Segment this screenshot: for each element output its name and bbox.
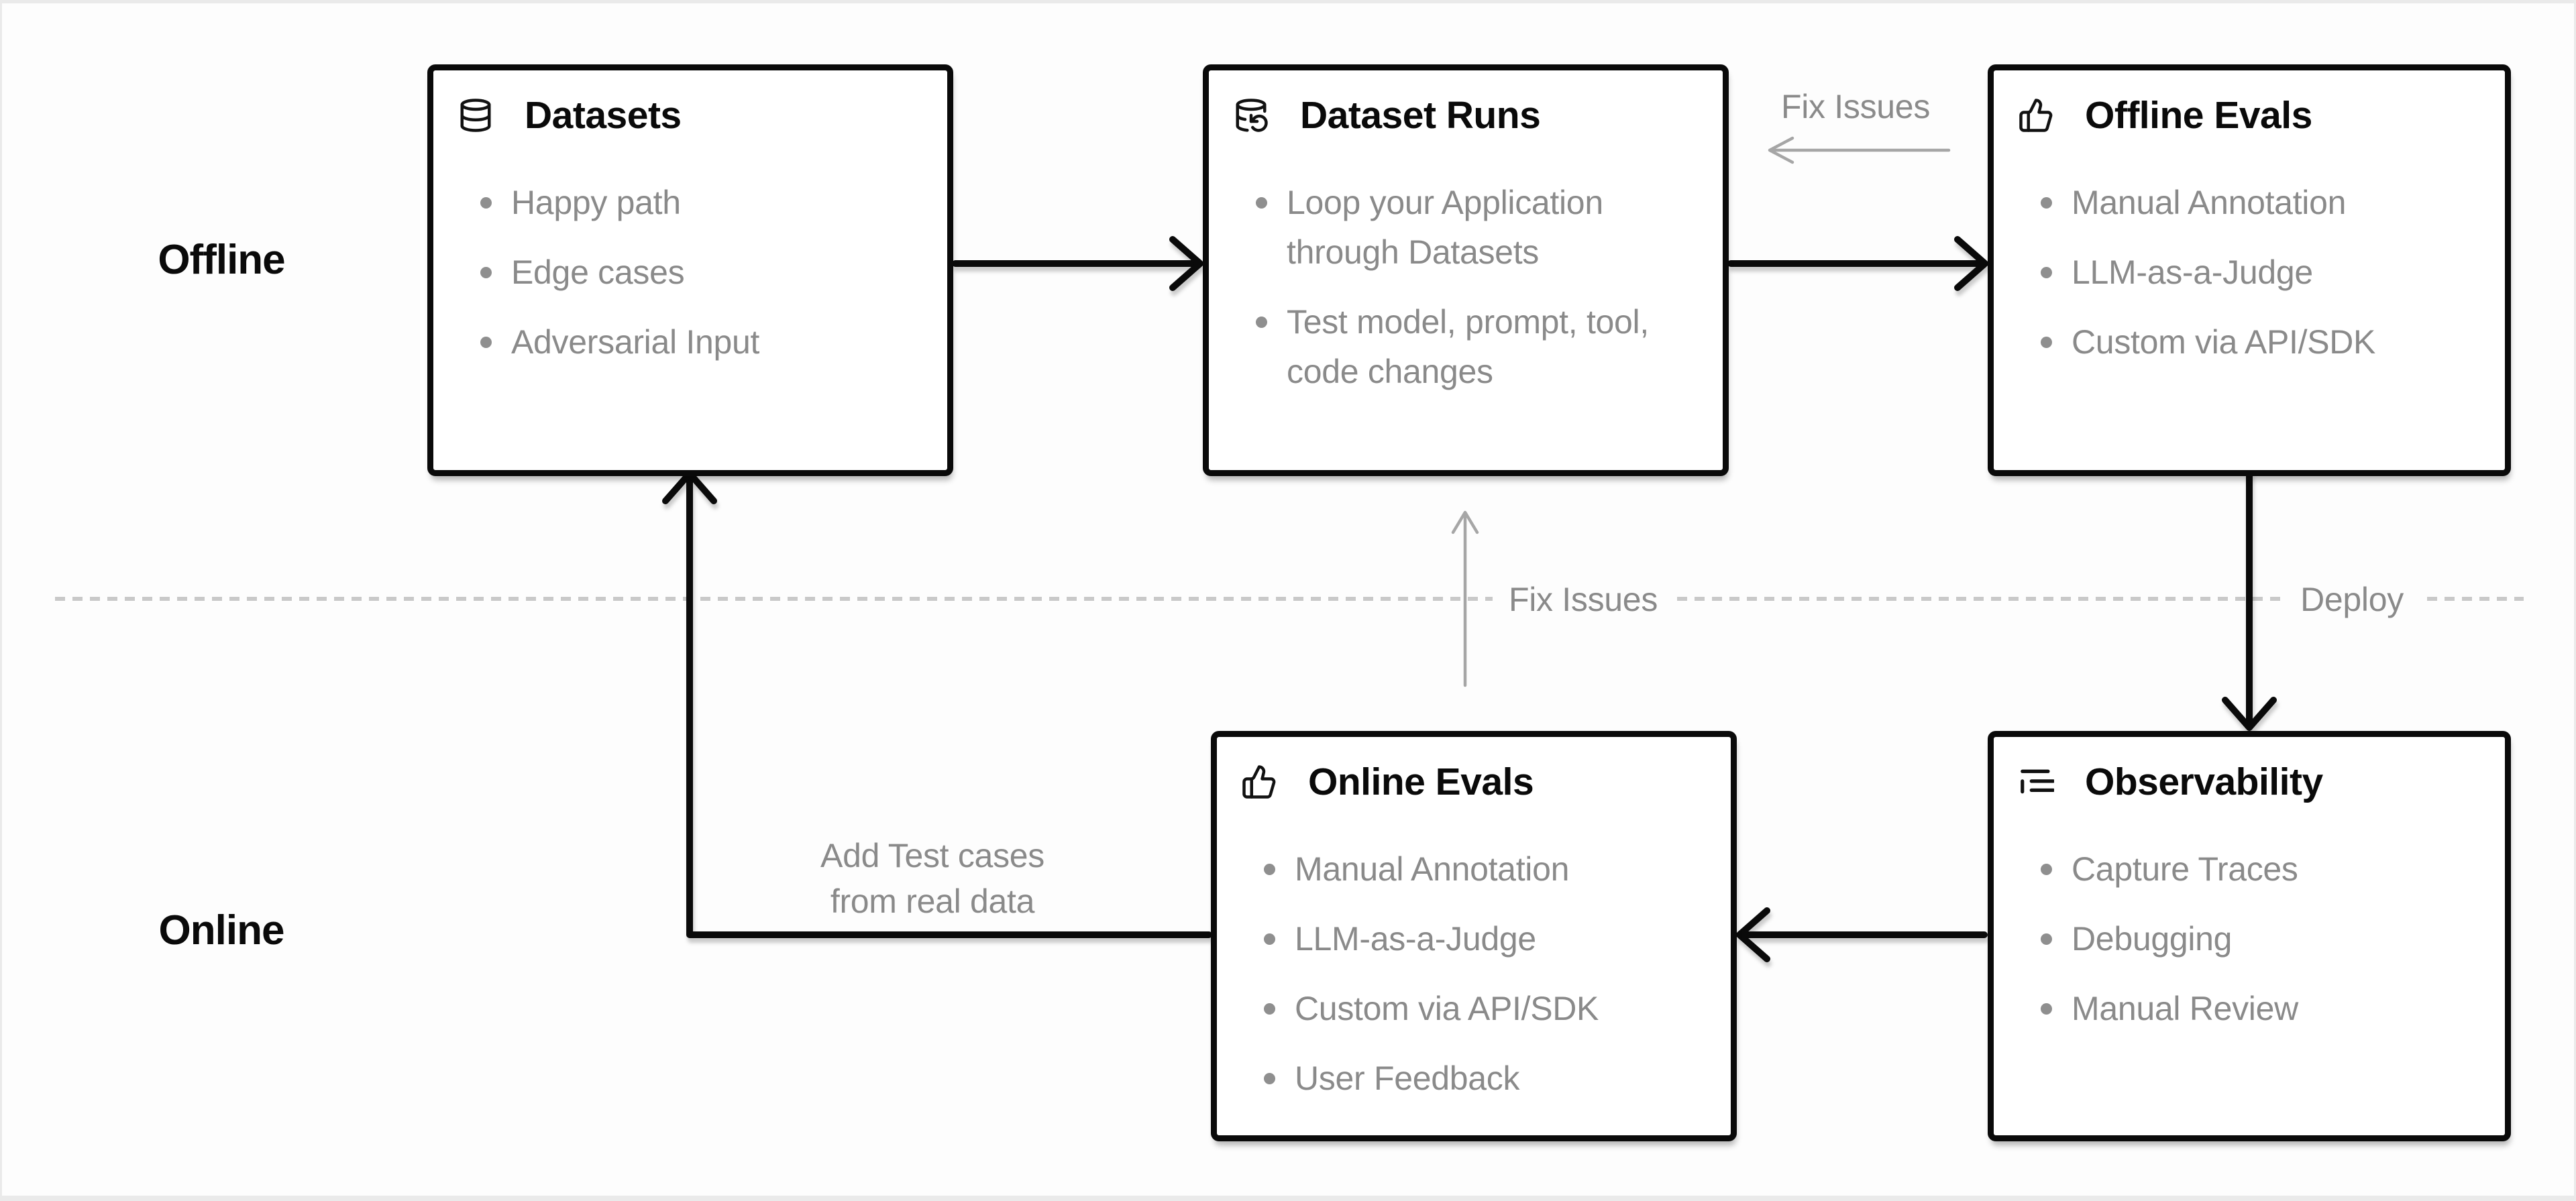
offline-evals-items: Manual Annotation LLM-as-a-Judge Custom … [1994, 178, 2505, 367]
trace-list-icon [2018, 764, 2054, 800]
list-item: LLM-as-a-Judge [1264, 914, 1707, 964]
thumbs-up-icon [1241, 764, 1277, 800]
dataset-runs-header: Dataset Runs [1209, 70, 1723, 137]
datasets-items: Happy path Edge cases Adversarial Input [433, 178, 947, 367]
offline-evals-box: Offline Evals Manual Annotation LLM-as-a… [1988, 64, 2511, 476]
offline-lane-label: Offline [158, 237, 285, 283]
list-item: Test model, prompt, tool, code changes [1256, 297, 1699, 396]
list-item: Debugging [2041, 914, 2481, 964]
fix-issues-top-arrow [1768, 136, 1951, 164]
list-item: Manual Annotation [2041, 178, 2481, 227]
arrow-datasets-to-dataset-runs [952, 236, 1203, 291]
list-item: Happy path [480, 178, 923, 227]
datasets-box: Datasets Happy path Edge cases Adversari… [427, 64, 953, 476]
thumbs-up-icon [2018, 97, 2054, 133]
fix-issues-mid-arrow [1451, 510, 1479, 687]
arrow-online-evals-to-datasets [662, 470, 1212, 938]
observability-title: Observability [2085, 760, 2323, 803]
list-item: Loop your Application through Datasets [1256, 178, 1699, 277]
offline-evals-header: Offline Evals [1994, 70, 2505, 137]
observability-items: Capture Traces Debugging Manual Review [1994, 844, 2505, 1033]
online-evals-items: Manual Annotation LLM-as-a-Judge Custom … [1217, 844, 1731, 1103]
list-item: Adversarial Input [480, 317, 923, 367]
database-run-icon [1233, 97, 1269, 133]
list-item: Capture Traces [2041, 844, 2481, 894]
offline-evals-title: Offline Evals [2085, 94, 2312, 137]
list-item: Manual Annotation [1264, 844, 1707, 894]
arrow-deploy-offline-evals-to-observability [2222, 470, 2277, 731]
dataset-runs-box: Dataset Runs Loop your Application throu… [1203, 64, 1729, 476]
observability-box: Observability Capture Traces Debugging M… [1988, 731, 2511, 1141]
add-test-cases-line2: from real data [830, 882, 1035, 920]
add-test-cases-line1: Add Test cases [820, 837, 1044, 874]
observability-header: Observability [1994, 737, 2505, 804]
fix-issues-top-label: Fix Issues [1780, 88, 1931, 125]
online-evals-title: Online Evals [1308, 760, 1534, 803]
online-evals-box: Online Evals Manual Annotation LLM-as-a-… [1211, 731, 1737, 1141]
add-test-cases-label: Add Test cases from real data [820, 833, 1044, 924]
arrow-observability-to-online-evals [1736, 907, 1988, 962]
dataset-runs-title: Dataset Runs [1300, 94, 1541, 137]
fix-issues-mid-label: Fix Issues [1492, 580, 1674, 619]
list-item: Edge cases [480, 247, 923, 297]
list-item: Manual Review [2041, 984, 2481, 1033]
dataset-runs-items: Loop your Application through Datasets T… [1209, 178, 1723, 396]
datasets-title: Datasets [525, 94, 682, 137]
database-icon [458, 97, 494, 133]
deploy-label: Deploy [2284, 580, 2420, 619]
list-item: User Feedback [1264, 1053, 1707, 1103]
list-item: Custom via API/SDK [2041, 317, 2481, 367]
datasets-header: Datasets [433, 70, 947, 137]
list-item: LLM-as-a-Judge [2041, 247, 2481, 297]
arrow-dataset-runs-to-offline-evals [1727, 236, 1988, 291]
online-evals-header: Online Evals [1217, 737, 1731, 804]
list-item: Custom via API/SDK [1264, 984, 1707, 1033]
online-lane-label: Online [158, 907, 285, 954]
